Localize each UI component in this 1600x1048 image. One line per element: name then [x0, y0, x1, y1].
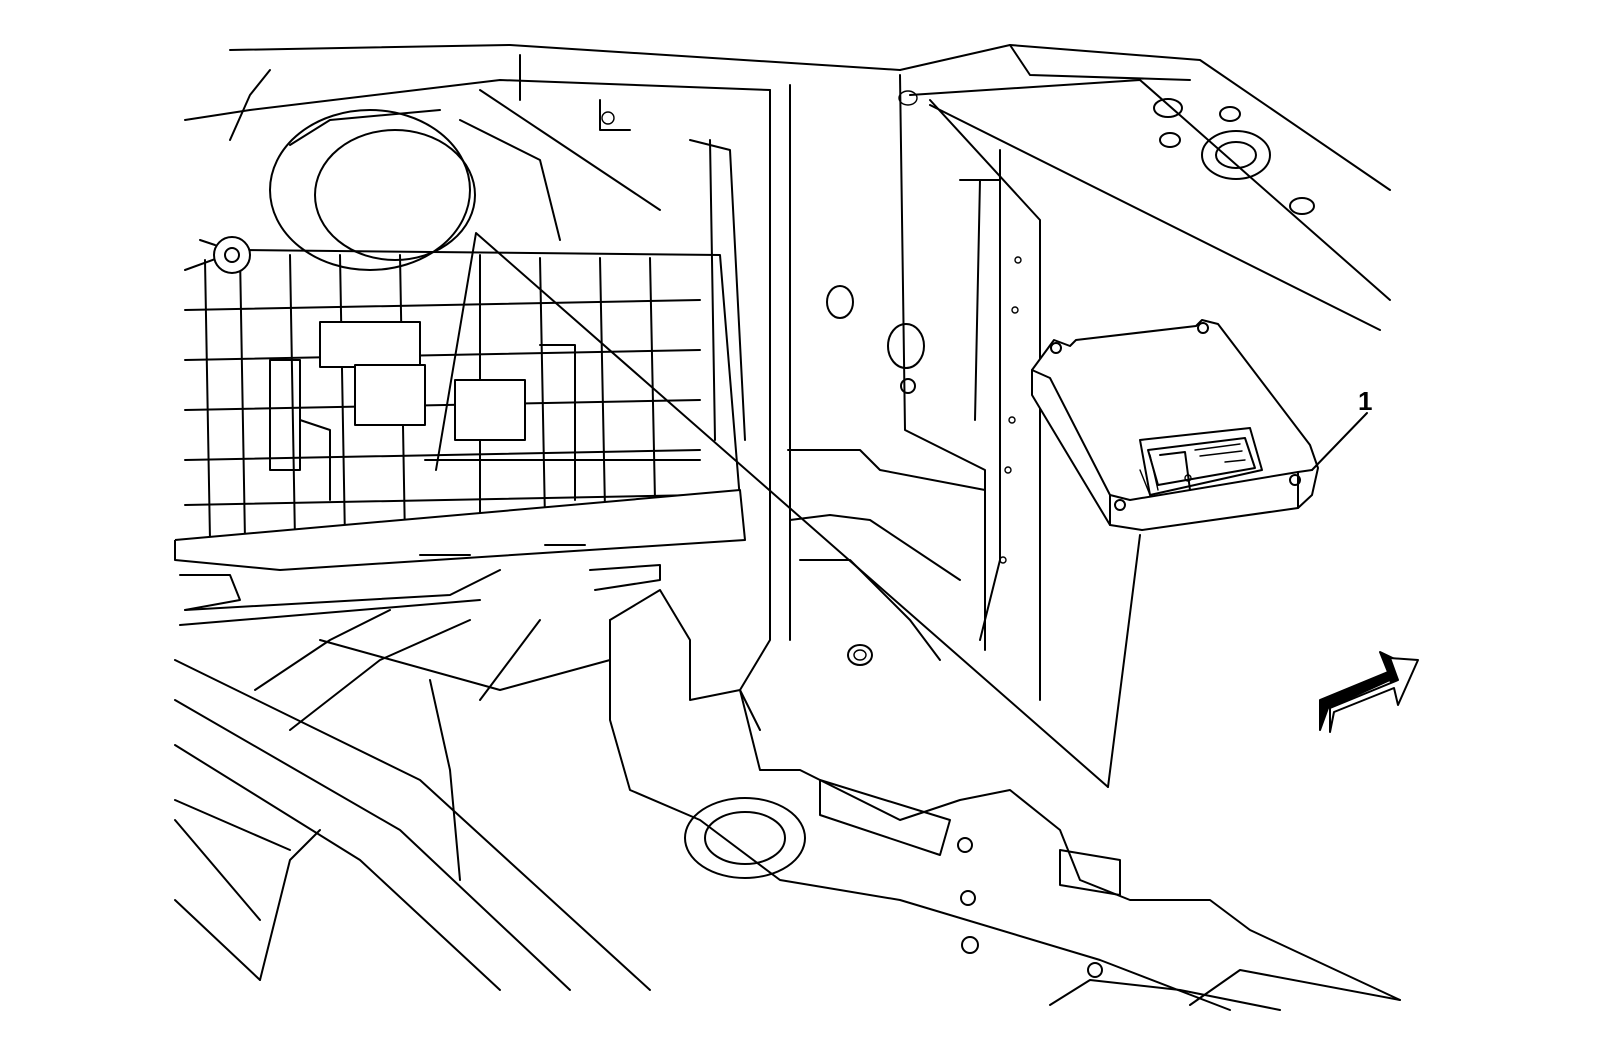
callout-1: 1	[1311, 386, 1372, 471]
grid-tray	[174, 236, 746, 626]
front-direction-arrow-icon	[1319, 651, 1419, 733]
upper-crossmember	[899, 44, 1391, 331]
center-pillar	[739, 74, 1041, 731]
view-leader-lines	[435, 232, 1141, 788]
air-duct	[184, 44, 901, 441]
lower-left-rails	[174, 609, 651, 991]
callout-1-leader	[1311, 412, 1368, 471]
floor-pan	[609, 589, 1401, 1011]
module-component	[1031, 319, 1319, 531]
callout-1-label: 1	[1358, 386, 1372, 416]
